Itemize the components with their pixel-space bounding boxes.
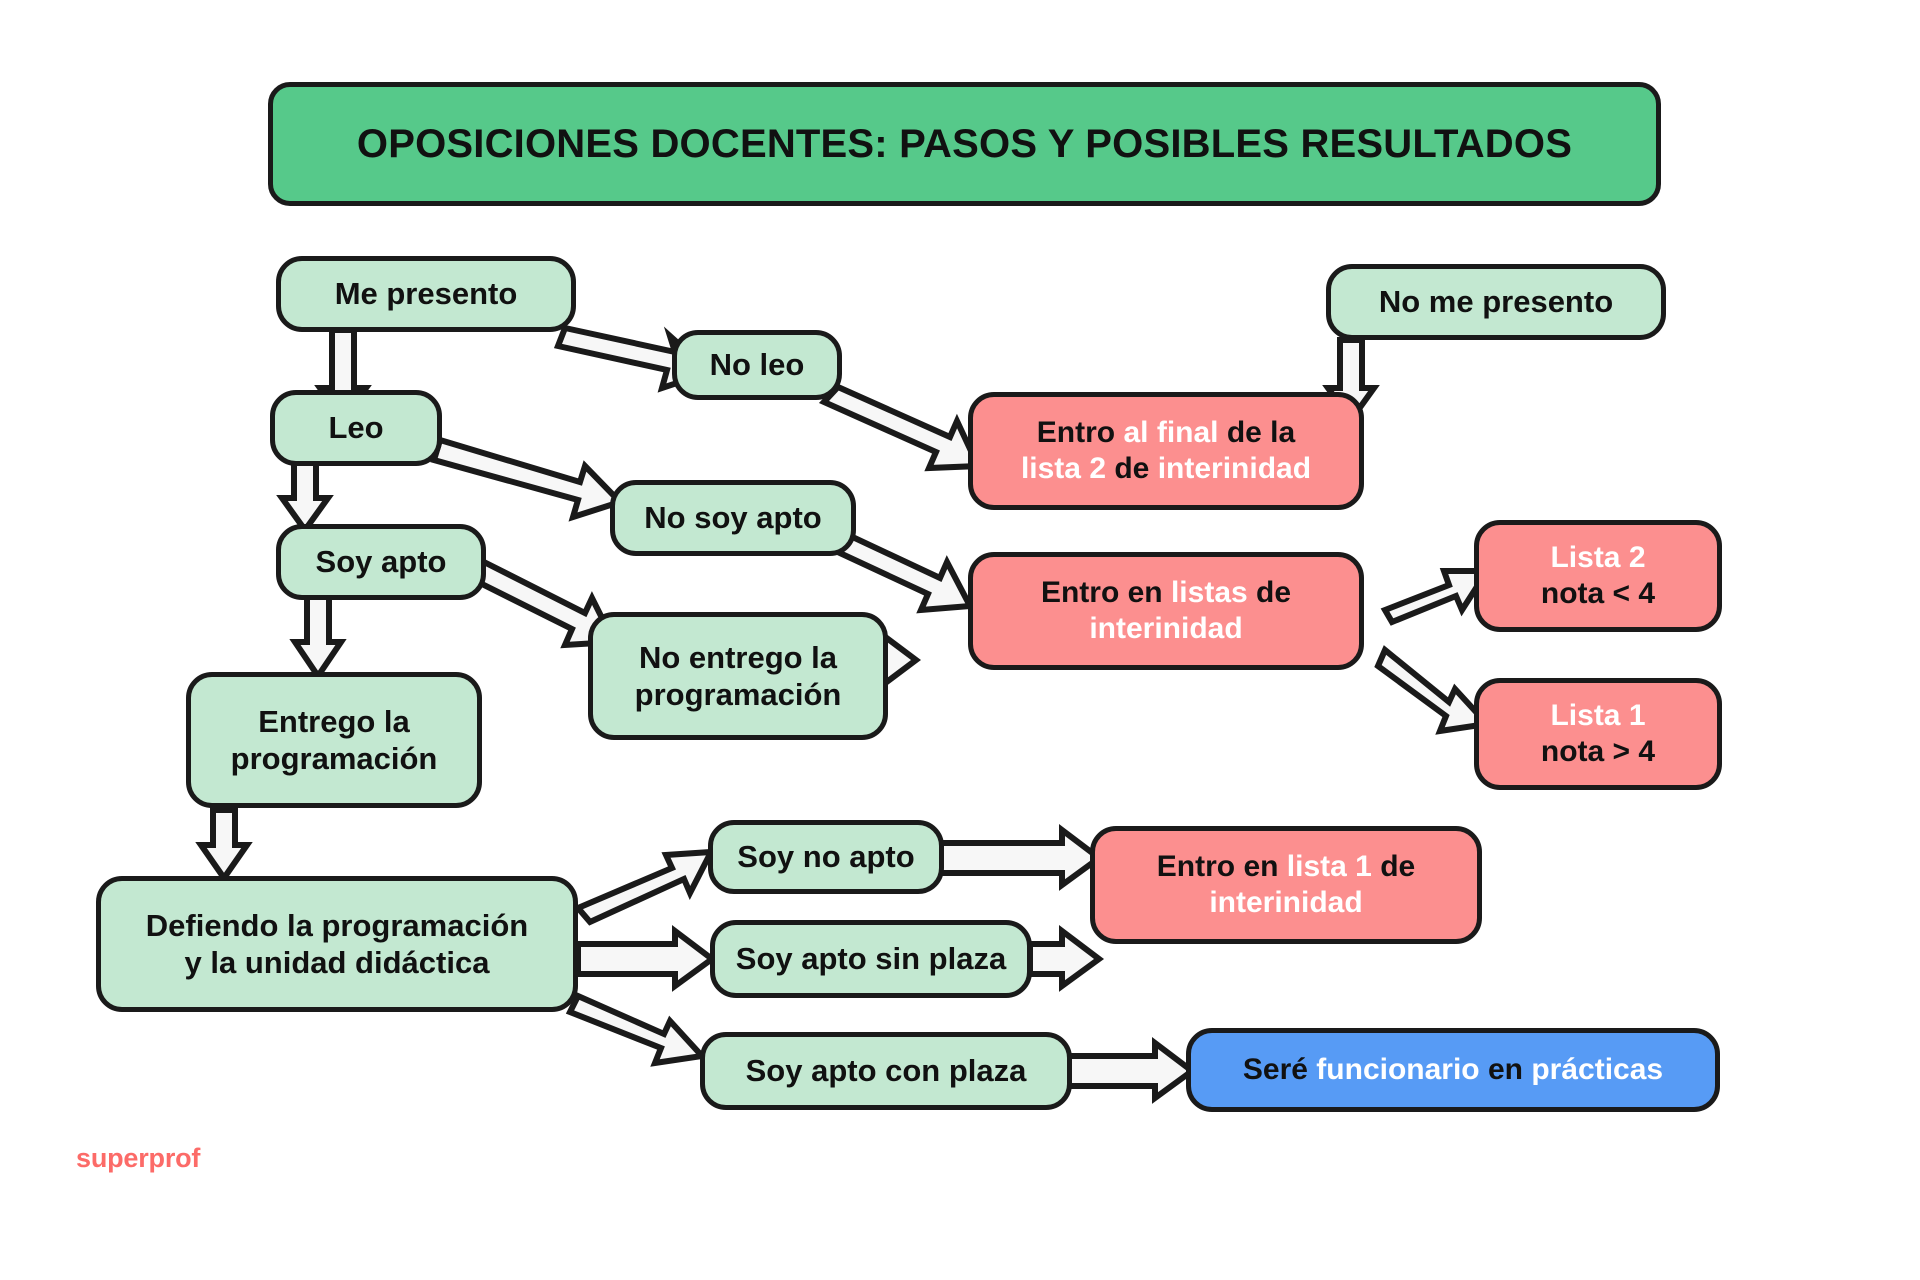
node-defiendo-programacion[interactable]: Defiendo la programación y la unidad did…: [96, 876, 578, 1012]
word-listas: listas: [1170, 576, 1257, 609]
arrow-defiendo-soynoapto: [573, 848, 717, 926]
node-entro-en-lista1-interinidad[interactable]: Entro en lista 1 de interinidad: [1090, 826, 1482, 944]
arrow-soynoapto-entrolista1: [937, 823, 1105, 891]
node-lista2-nota-menor-4[interactable]: Lista 2 nota < 4: [1474, 520, 1722, 632]
node-label-line2: nota > 4: [1540, 735, 1656, 768]
node-label-line2: programación: [230, 741, 438, 776]
node-leo[interactable]: Leo: [270, 390, 442, 466]
word-entro-en: Entro en: [1040, 576, 1171, 609]
node-label-line2: interinidad: [1089, 611, 1242, 647]
arrow-noleo-entrofinal: [818, 383, 983, 472]
node-label-line1: Lista 1: [1550, 699, 1646, 732]
arrow-aptosin-entrolista1: [1027, 924, 1105, 992]
node-label-line1: Defiendo la programación: [145, 907, 529, 943]
node-label-line1: Lista 2: [1550, 541, 1646, 574]
node-no-leo[interactable]: No leo: [672, 330, 842, 400]
node-label-line2: lista 2 de interinidad: [1021, 451, 1311, 487]
node-sere-funcionario-practicas[interactable]: Seré funcionario en prácticas: [1186, 1028, 1720, 1112]
node-entro-al-final-lista2[interactable]: Entro al final de la lista 2 de interini…: [968, 392, 1364, 510]
word-sere: Seré: [1242, 1053, 1317, 1086]
node-soy-apto-con-plaza[interactable]: Soy apto con plaza: [700, 1032, 1072, 1110]
node-label-line2: nota < 4: [1540, 577, 1656, 610]
node-label: No me presento: [1378, 284, 1614, 320]
arrow-entrolistas-lista1: [1374, 645, 1494, 735]
node-label-line1: Entrego la: [258, 703, 410, 739]
word-al-final: al final: [1123, 416, 1227, 449]
node-label: Seré funcionario en prácticas: [1243, 1052, 1663, 1088]
word-de: de: [1380, 850, 1416, 883]
node-me-presento[interactable]: Me presento: [276, 256, 576, 332]
word-lista2: lista 2: [1020, 452, 1115, 485]
node-label-line1: Entro en lista 1 de: [1157, 849, 1415, 885]
word-interinidad: interinidad: [1089, 612, 1243, 645]
arrow-leo-nosoyapto: [430, 436, 626, 522]
arrow-defiendo-aptosin: [575, 924, 718, 992]
node-label: Soy apto: [315, 544, 447, 580]
node-soy-no-apto[interactable]: Soy no apto: [708, 820, 944, 894]
node-label-line1: Entro al final de la: [1037, 415, 1295, 451]
word-de: de: [1114, 452, 1158, 485]
node-label-line1: Entro en listas de: [1041, 575, 1291, 611]
diagram-title-banner: OPOSICIONES DOCENTES: PASOS Y POSIBLES R…: [268, 82, 1661, 206]
node-label: Soy apto sin plaza: [735, 941, 1007, 977]
arrow-entrolistas-lista2: [1380, 568, 1493, 626]
node-label: No leo: [709, 347, 805, 383]
node-label: Me presento: [334, 276, 518, 312]
word-en: en: [1487, 1053, 1532, 1086]
node-lista1-nota-mayor-4[interactable]: Lista 1 nota > 4: [1474, 678, 1722, 790]
node-label: Soy apto con plaza: [745, 1053, 1027, 1089]
node-soy-apto[interactable]: Soy apto: [276, 524, 486, 600]
word-de: de: [1256, 576, 1292, 609]
word-interinidad: interinidad: [1157, 452, 1312, 485]
node-entro-en-listas-interinidad[interactable]: Entro en listas de interinidad: [968, 552, 1364, 670]
page-title: OPOSICIONES DOCENTES: PASOS Y POSIBLES R…: [356, 122, 1573, 166]
arrow-aptocon-funcionario: [1065, 1036, 1198, 1104]
arrow-entrego-defiendo: [195, 807, 253, 884]
word-funcionario: funcionario: [1316, 1053, 1488, 1086]
node-label-line1: No entrego la: [638, 639, 838, 675]
word-entro-en: Entro en: [1156, 850, 1287, 883]
word-interinidad: interinidad: [1209, 886, 1363, 919]
node-label: Leo: [328, 410, 384, 446]
node-soy-apto-sin-plaza[interactable]: Soy apto sin plaza: [710, 920, 1032, 998]
node-label-line2: interinidad: [1209, 885, 1362, 921]
node-entrego-programacion[interactable]: Entrego la programación: [186, 672, 482, 808]
superprof-logo: superprof: [76, 1143, 201, 1173]
word-practicas: prácticas: [1531, 1053, 1664, 1086]
word-lista1: lista 1: [1286, 850, 1381, 883]
node-no-entrego-programacion[interactable]: No entrego la programación: [588, 612, 888, 740]
arrow-defiendo-aptocon: [565, 992, 709, 1067]
node-label-line2: programación: [634, 677, 842, 712]
node-label: No soy apto: [644, 500, 822, 536]
word-entro: Entro: [1036, 416, 1124, 449]
node-no-me-presento[interactable]: No me presento: [1326, 264, 1666, 340]
node-label: Soy no apto: [737, 839, 915, 875]
word-de-la: de la: [1226, 416, 1296, 449]
node-no-soy-apto[interactable]: No soy apto: [610, 480, 856, 556]
node-label-line2: y la unidad didáctica: [184, 945, 490, 980]
